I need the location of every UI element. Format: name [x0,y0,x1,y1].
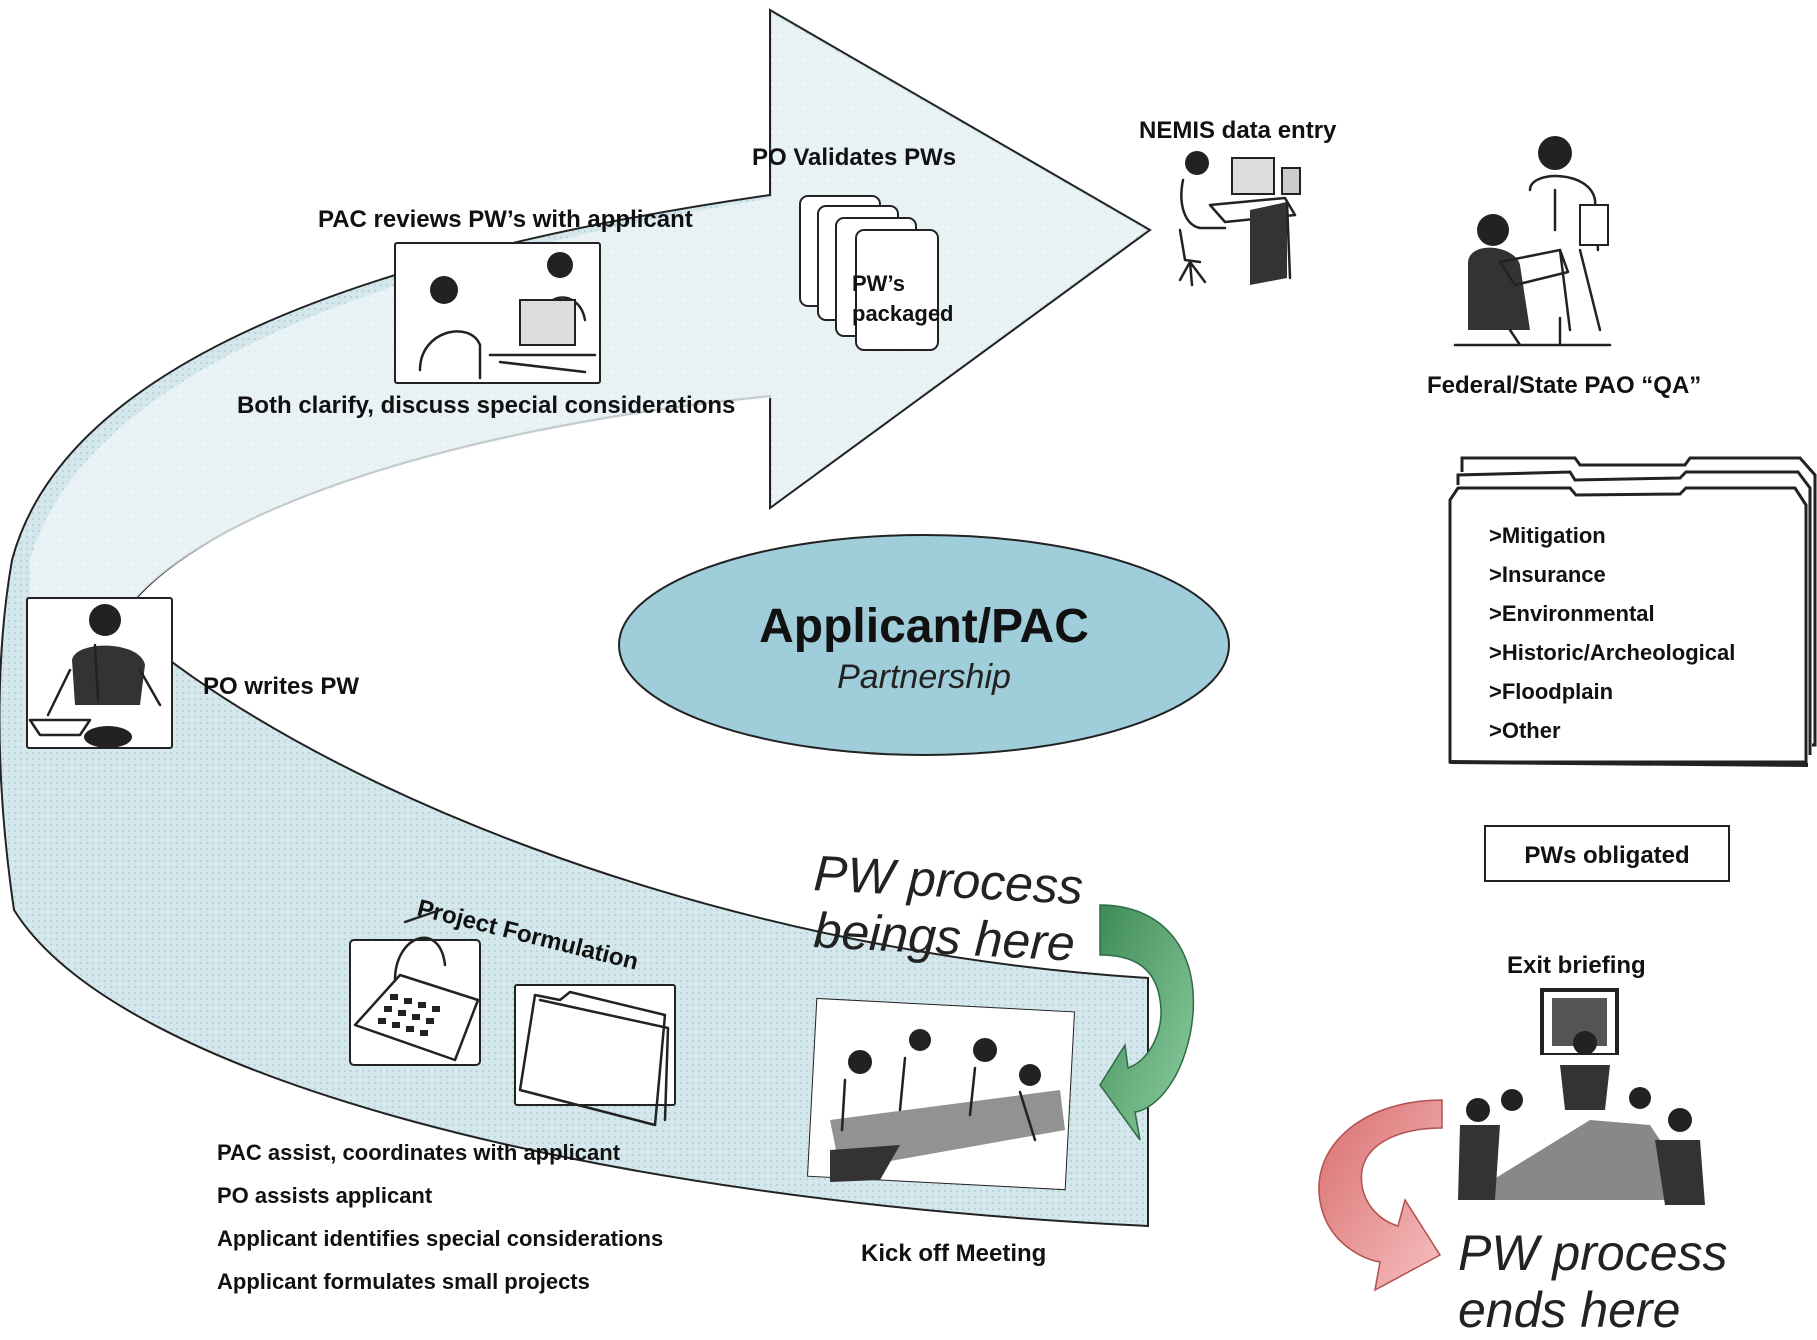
pws-obligated-box [1484,825,1730,882]
checklist-item: >Insurance [1489,562,1606,587]
label-both-clarify: Both clarify, discuss special considerat… [237,392,735,419]
label-pws-packaged-2: packaged [852,301,954,326]
kick-off-meeting-illustration [806,997,1076,1191]
exit-briefing-illustration [1455,988,1707,1215]
end-text-line2: ends here [1458,1282,1680,1338]
task-item: PAC assist, coordinates with applicant [217,1140,621,1165]
red-arrow-icon [1318,1099,1443,1292]
checklist-item: >Environmental [1489,601,1655,626]
checklist-item: >Mitigation [1489,523,1606,548]
label-kick-off: Kick off Meeting [861,1240,1046,1267]
bottom-tasks-list: PAC assist, coordinates with applicant P… [217,1140,663,1294]
label-pws-packaged-1: PW’s [852,271,905,296]
end-text-line1: PW process [1458,1225,1728,1281]
checklist-item: >Historic/Archeological [1489,640,1735,665]
task-item: Applicant identifies special considerati… [217,1226,663,1251]
label-pac-reviews: PAC reviews PW’s with applicant [318,206,693,233]
green-arrow-icon [1099,904,1195,1141]
task-item: Applicant formulates small projects [217,1269,590,1294]
label-pws-obligated: PWs obligated [1524,842,1689,869]
center-title: Applicant/PAC [759,600,1089,653]
task-item: PO assists applicant [217,1183,433,1208]
folder-illustration [514,984,676,1127]
checklist-item: >Other [1489,718,1561,743]
label-po-validates: PO Validates PWs [752,144,956,171]
pac-review-illustration [394,242,601,384]
nemis-illustration [1178,151,1301,287]
pws-packaged-illustration: PW’s packaged [799,195,954,351]
calculator-keys [378,994,440,1036]
label-po-writes: PO writes PW [203,673,359,700]
qa-illustration [1453,136,1612,347]
calculator-illustration [349,908,481,1066]
begin-text-line2: beings here [812,902,1076,972]
partnership-ellipse [618,534,1230,756]
checklist-folder [1448,456,1817,767]
checklist: >Mitigation >Insurance >Environmental >H… [1489,523,1735,743]
checklist-item: >Floodplain [1489,679,1613,704]
label-qa: Federal/State PAO “QA” [1427,372,1701,399]
center-subtitle: Partnership [837,658,1011,696]
po-writes-illustration [26,597,173,749]
label-exit-briefing: Exit briefing [1507,952,1646,979]
label-nemis: NEMIS data entry [1139,117,1337,144]
